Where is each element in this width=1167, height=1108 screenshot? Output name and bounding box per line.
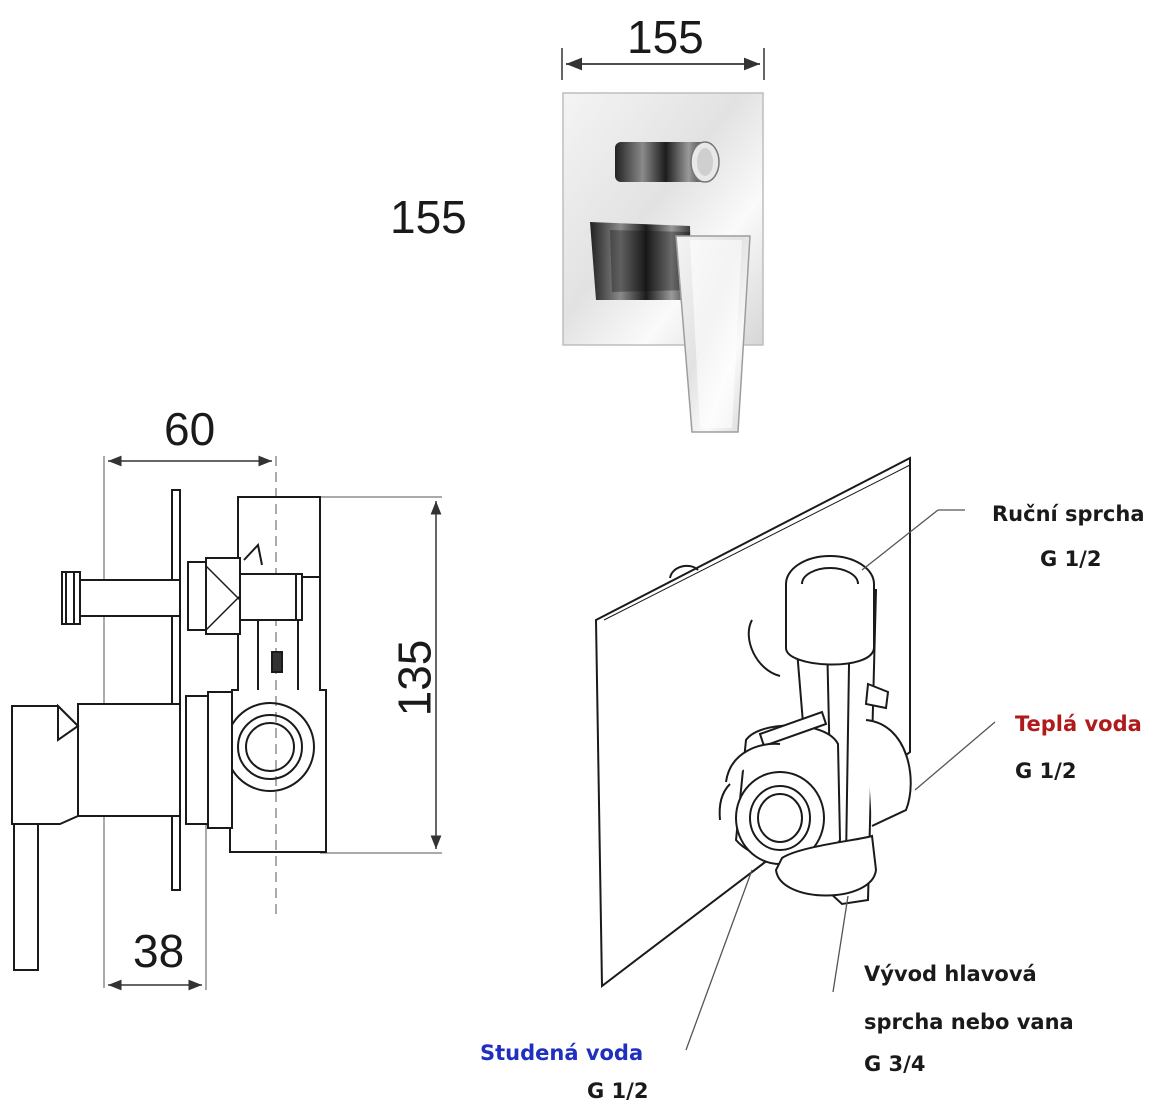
label-cold-water: Studená voda (480, 1041, 644, 1065)
label-outlet-line1: Vývod hlavová (864, 962, 1037, 986)
mixer-lever (590, 222, 751, 433)
diverter-spindle (61, 557, 303, 635)
diverter-knob (615, 141, 720, 183)
label-cold-water-thread: G 1/2 (587, 1079, 649, 1103)
label-hot-water: Teplá voda (1015, 712, 1142, 736)
dimension-body-height: 135 (388, 639, 441, 717)
label-hand-shower: Ruční sprcha (992, 502, 1145, 526)
label-outlet-line2: sprcha nebo vana (864, 1010, 1074, 1034)
valve-body (225, 496, 327, 853)
isometric-view (594, 456, 996, 1051)
dimension-plate-height: 155 (390, 191, 467, 243)
label-outlet-thread: G 3/4 (864, 1052, 926, 1076)
front-view (561, 48, 765, 433)
dimension-wall-depth: 38 (133, 925, 185, 977)
dimension-plate-width: 155 (627, 11, 704, 63)
mixer-spindle (11, 691, 233, 971)
side-view (11, 455, 442, 991)
wall-plate (171, 489, 181, 891)
label-hot-water-thread: G 1/2 (1015, 759, 1077, 783)
iso-body (718, 555, 912, 906)
leader-lines (685, 509, 996, 1051)
dimension-body-depth: 60 (164, 403, 216, 455)
label-hand-shower-thread: G 1/2 (1040, 547, 1102, 571)
